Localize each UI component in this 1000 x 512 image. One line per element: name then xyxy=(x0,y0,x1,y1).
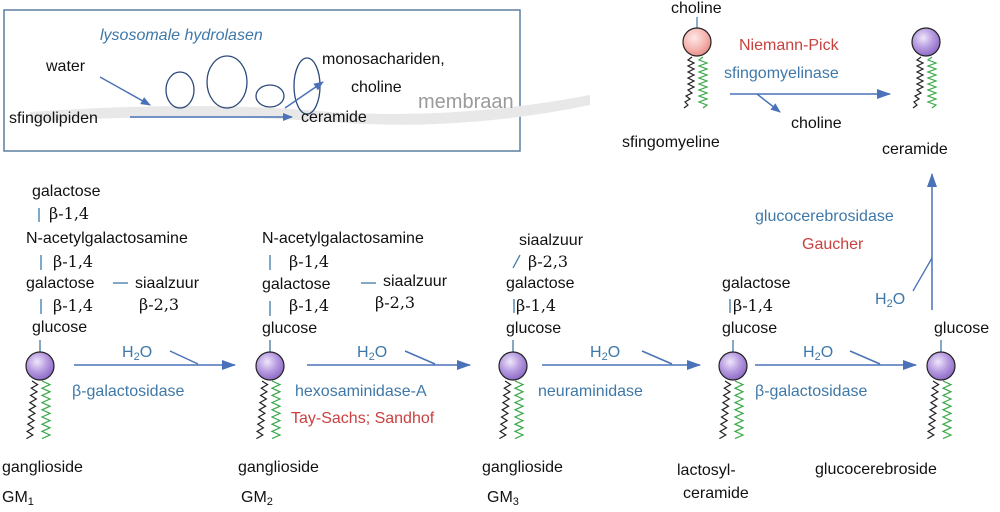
lysosomal-hydrolases-label: lysosomale hydrolasen xyxy=(100,27,263,44)
gm1-galnac: N-acetylgalactosamine xyxy=(26,230,188,247)
gm3-glucose: glucose xyxy=(506,320,562,337)
gm1-glucose: glucose xyxy=(32,319,88,336)
gm2-galactose: galactose xyxy=(262,276,331,293)
gm1-sialic-acid: siaalzuur xyxy=(135,275,200,292)
choline-label: choline xyxy=(351,79,402,96)
lactosyl-link: β-1,4 xyxy=(733,296,774,315)
membrane-band xyxy=(30,95,590,125)
reaction-4-enzyme: β-galactosidase xyxy=(755,383,868,400)
lactosylceramide-name-1: lactosyl- xyxy=(677,462,736,479)
ceramide-label: ceramide xyxy=(301,109,367,126)
reaction-5-water: H2O xyxy=(875,291,906,310)
monosaccharides-label: monosachariden, xyxy=(322,51,445,68)
choline-headgroup-label: choline xyxy=(671,0,722,17)
lactosyl-glucose: glucose xyxy=(722,320,778,337)
gm1-galactose-terminal: galactose xyxy=(32,183,101,200)
ceramide-tails xyxy=(912,56,938,109)
reaction-2-disease: Tay-Sachs; Sandhof xyxy=(291,410,435,427)
gm1-lipid xyxy=(25,351,55,440)
hydrolase-3 xyxy=(255,84,285,108)
gm3-code: GM3 xyxy=(487,489,519,508)
hydrolase-2 xyxy=(206,55,248,109)
gm2-link-1: β-1,4 xyxy=(289,252,330,271)
gm3-lipid xyxy=(498,351,528,440)
reaction-3-water: H2O xyxy=(590,344,621,363)
gm2-galnac: N-acetylgalactosamine xyxy=(262,230,424,247)
reaction-2-water: H2O xyxy=(357,344,388,363)
choline-release-arrow xyxy=(756,93,781,113)
sphingomyelin-label: sfingomyeline xyxy=(622,134,720,151)
reaction-5-disease: Gaucher xyxy=(802,236,864,253)
reaction-3-enzyme: neuraminidase xyxy=(538,383,643,400)
membrane-label: membraan xyxy=(418,91,514,113)
glucocerebroside-lipid xyxy=(926,351,956,440)
choline-product-label: choline xyxy=(791,115,842,132)
gm3-sialic-acid: siaalzuur xyxy=(519,232,584,249)
ceramide-sphere xyxy=(498,351,528,381)
gm3-name: ganglioside xyxy=(482,459,563,476)
lactosylceramide-lipid xyxy=(718,351,748,440)
ceramide-sphere xyxy=(718,351,748,381)
gm3-galactose: galactose xyxy=(506,275,575,292)
gm1-sialic-link: β-2,3 xyxy=(139,295,180,314)
lactosylceramide-name-2: ceramide xyxy=(683,485,749,502)
ceramide-sphere xyxy=(25,351,55,381)
ceramide-sphere xyxy=(255,351,285,381)
ceramide-sphere xyxy=(926,351,956,381)
lactosyl-galactose: galactose xyxy=(722,275,791,292)
gm2-sialic-link: β-2,3 xyxy=(375,293,416,312)
ceramide-head xyxy=(911,27,941,57)
gm2-glucose: glucose xyxy=(262,320,318,337)
inset-frame xyxy=(3,9,521,152)
hydrolase-1 xyxy=(165,71,195,109)
gm1-link-2: β-1,4 xyxy=(53,252,94,271)
gm2-lipid xyxy=(255,351,285,440)
sphingomyelin-head xyxy=(682,27,712,57)
reaction-1-water: H2O xyxy=(122,344,153,363)
reaction-arrows xyxy=(74,350,917,370)
gm1-name: ganglioside xyxy=(2,459,83,476)
glucocerebroside-glucose: glucose xyxy=(934,320,990,337)
niemann-pick-label: Niemann-Pick xyxy=(739,37,839,54)
water-label: water xyxy=(46,58,86,75)
glucocerebroside-name: glucocerebroside xyxy=(815,461,937,478)
sphingomyelin-tails xyxy=(683,56,709,109)
ceramide-product-label: ceramide xyxy=(882,141,948,158)
reaction-1-enzyme: β-galactosidase xyxy=(72,383,185,400)
sphingolipids-label: sfingolipiden xyxy=(9,110,98,127)
products-arrow xyxy=(284,81,324,109)
gm2-link-2: β-1,4 xyxy=(289,296,330,315)
reaction-5-enzyme: glucocerebrosidase xyxy=(755,208,894,225)
gm1-link-1: β-1,4 xyxy=(49,204,90,223)
gm1-galactose: galactose xyxy=(26,275,95,292)
water-arrow xyxy=(99,76,151,106)
gm1-code: GM1 xyxy=(2,489,34,508)
gm2-sialic-acid: siaalzuur xyxy=(383,273,448,290)
gm3-sialic-link: β-2,3 xyxy=(528,252,569,271)
gm3-link: β-1,4 xyxy=(516,296,557,315)
gm2-code: GM2 xyxy=(241,489,273,508)
gm2-name: ganglioside xyxy=(238,459,319,476)
sfingomyelinase-label: sfingomyelinase xyxy=(724,65,839,82)
reaction-4-water: H2O xyxy=(803,344,834,363)
gm1-link-3: β-1,4 xyxy=(53,296,94,315)
reaction-2-enzyme: hexosaminidase-A xyxy=(295,383,427,400)
